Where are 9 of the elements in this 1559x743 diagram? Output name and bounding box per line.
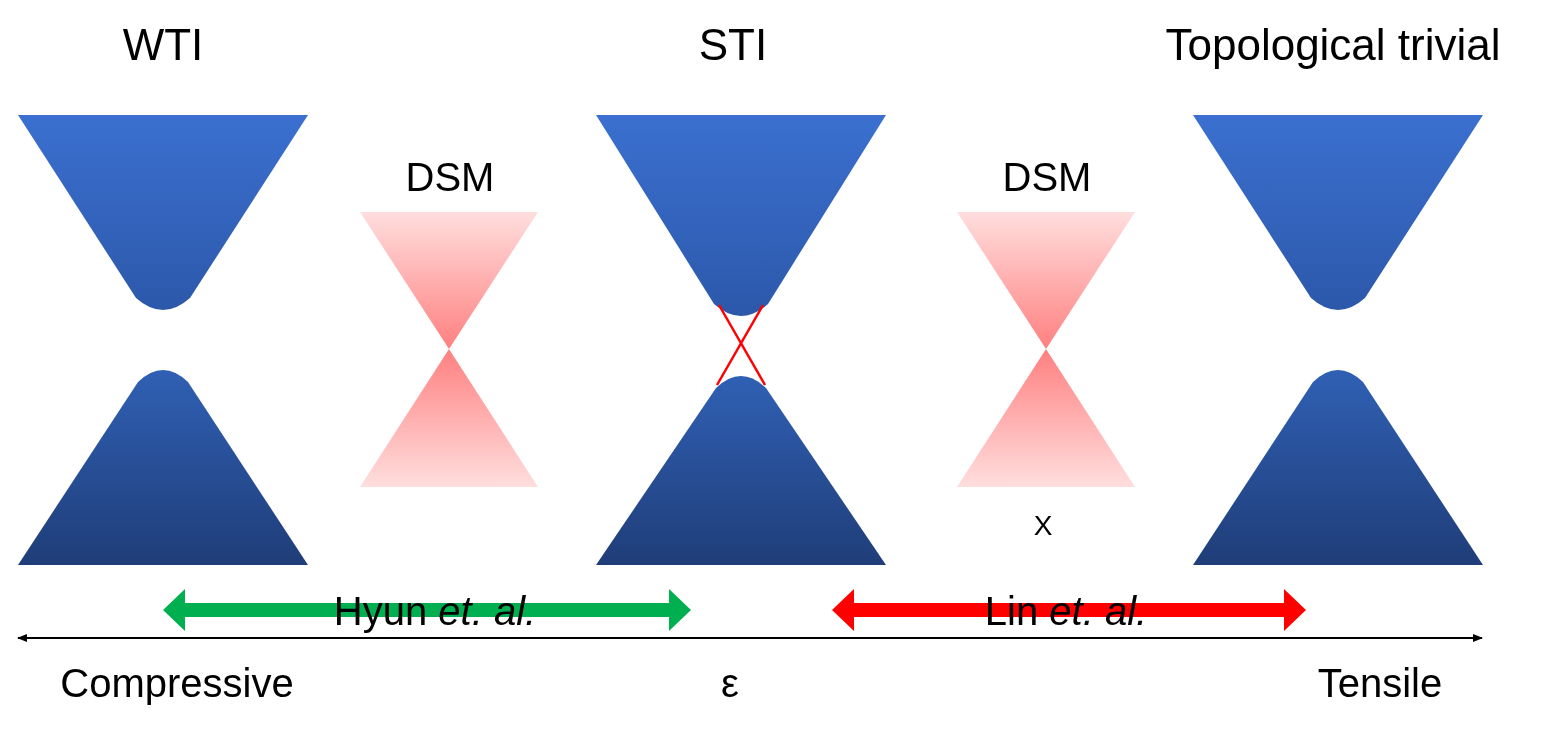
phase-label: STI (698, 20, 768, 70)
phase-label: WTI (122, 20, 204, 70)
phase-label: DSM (405, 155, 495, 199)
axis-label: X (1033, 510, 1053, 542)
axis-label: ε (721, 661, 739, 705)
phase-label: DSM (1002, 155, 1092, 199)
axis-label: Tensile (1317, 661, 1443, 705)
axis-label: Compressive (60, 661, 294, 705)
phase-label: Topological trivial (1165, 20, 1501, 70)
